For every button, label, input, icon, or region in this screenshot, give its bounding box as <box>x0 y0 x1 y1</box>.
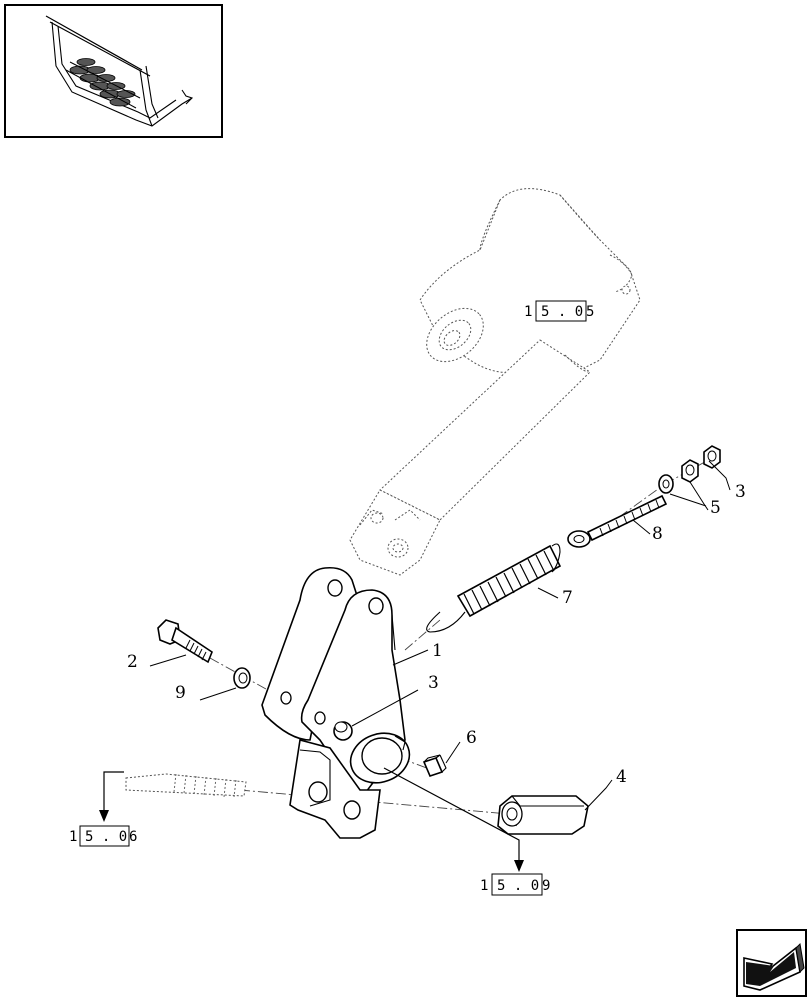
ref-boxed: 5 . 0 <box>541 304 583 320</box>
ref-suffix: 6 <box>129 829 137 845</box>
bolt <box>157 619 213 664</box>
label-part-9: 9 <box>175 683 186 703</box>
label-part-6: 6 <box>466 728 477 748</box>
hydraulic-cylinder <box>349 188 641 576</box>
ref-suffix: 5 <box>586 304 594 320</box>
label-part-4: 4 <box>616 767 627 787</box>
locator-thumbnail[interactable] <box>4 4 223 138</box>
label-part-3-nut: 3 <box>735 482 746 502</box>
ref-prefix: 1 <box>69 829 77 845</box>
eye-bolt <box>567 494 668 548</box>
thumbnail-reel-drawing <box>45 15 194 127</box>
lever-bracket <box>261 566 411 839</box>
reference-link-cylinder[interactable]: 1 5 . 0 5 <box>524 300 594 322</box>
next-page-arrow-icon[interactable] <box>736 929 807 997</box>
ref-boxed: 5 . 0 <box>85 829 127 845</box>
label-part-2: 2 <box>127 652 138 672</box>
label-part-5: 5 <box>710 498 721 518</box>
ref-boxed: 5 . 0 <box>497 878 539 894</box>
reference-spring-dotted <box>125 773 247 798</box>
leader-lines <box>149 460 731 811</box>
ref-suffix: 9 <box>542 878 550 894</box>
ref-prefix: 1 <box>480 878 488 894</box>
label-part-3-bushing: 3 <box>428 673 439 693</box>
reference-link-left[interactable]: 1 5 . 0 6 <box>69 771 137 847</box>
reference-link-bottom[interactable]: 1 5 . 0 9 <box>383 767 550 896</box>
part-labels: 1 2 9 3 3 5 8 7 6 4 <box>127 482 746 787</box>
label-part-7: 7 <box>562 588 573 608</box>
spring-washer <box>658 474 674 494</box>
hex-nut <box>681 459 699 483</box>
label-part-8: 8 <box>652 524 663 544</box>
ref-prefix: 1 <box>524 304 532 320</box>
lock-nut <box>703 445 721 469</box>
hex-spacer <box>497 795 589 835</box>
washer <box>233 667 251 689</box>
key <box>422 754 447 777</box>
tension-spring <box>426 543 562 633</box>
label-part-1: 1 <box>432 641 443 661</box>
